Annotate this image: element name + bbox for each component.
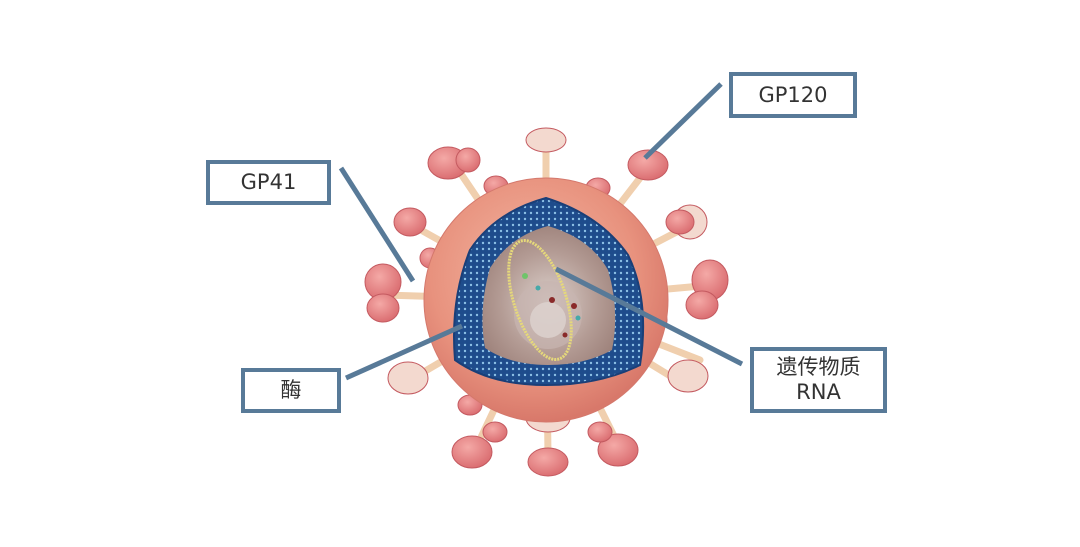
label-gp41-text: GP41 (240, 170, 297, 194)
label-rna-line1: 遗传物质 (776, 355, 861, 379)
label-gp41: GP41 (206, 160, 331, 205)
enzyme-particles (522, 273, 581, 338)
connector-enzyme (344, 323, 464, 381)
label-enzyme: 酶 (241, 368, 341, 413)
label-enzyme-text: 酶 (280, 378, 302, 402)
label-gp120: GP120 (729, 72, 857, 118)
connector-gp120 (643, 82, 723, 160)
label-rna: 遗传物质 RNA (750, 347, 887, 413)
label-rna-line2: RNA (796, 380, 841, 404)
rna-strand (507, 238, 573, 362)
label-gp120-text: GP120 (758, 82, 828, 107)
connector-gp41 (338, 166, 416, 283)
connector-rna (554, 266, 744, 367)
